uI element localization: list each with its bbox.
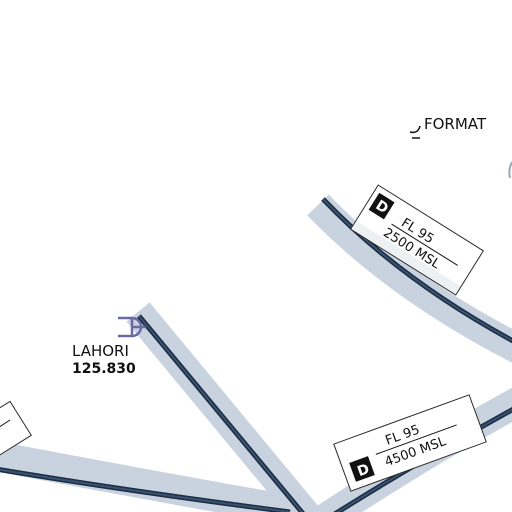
class-d-letter: D — [355, 461, 371, 480]
airway-centerlines — [0, 197, 512, 512]
label-fragment-top-right: FORMAT — [409, 115, 487, 139]
waypoint-name: LAHORI — [72, 342, 129, 360]
svg-text:FORMAT: FORMAT — [424, 115, 487, 133]
airway-corridor-northeast — [307, 194, 512, 363]
edge-mark — [508, 161, 512, 179]
route-box-2[interactable]: D FL 95 4500 MSL — [333, 394, 487, 492]
airway-corridor-west — [0, 441, 303, 512]
waypoint-symbol-icon[interactable] — [118, 316, 146, 338]
class-d-badge — [349, 456, 375, 482]
route-box-partial — [0, 400, 32, 460]
waypoint-frequency: 125.830 — [72, 361, 136, 377]
route-box-1[interactable]: D FL 95 2500 MSL — [349, 184, 485, 296]
class-d-badge — [368, 192, 395, 220]
